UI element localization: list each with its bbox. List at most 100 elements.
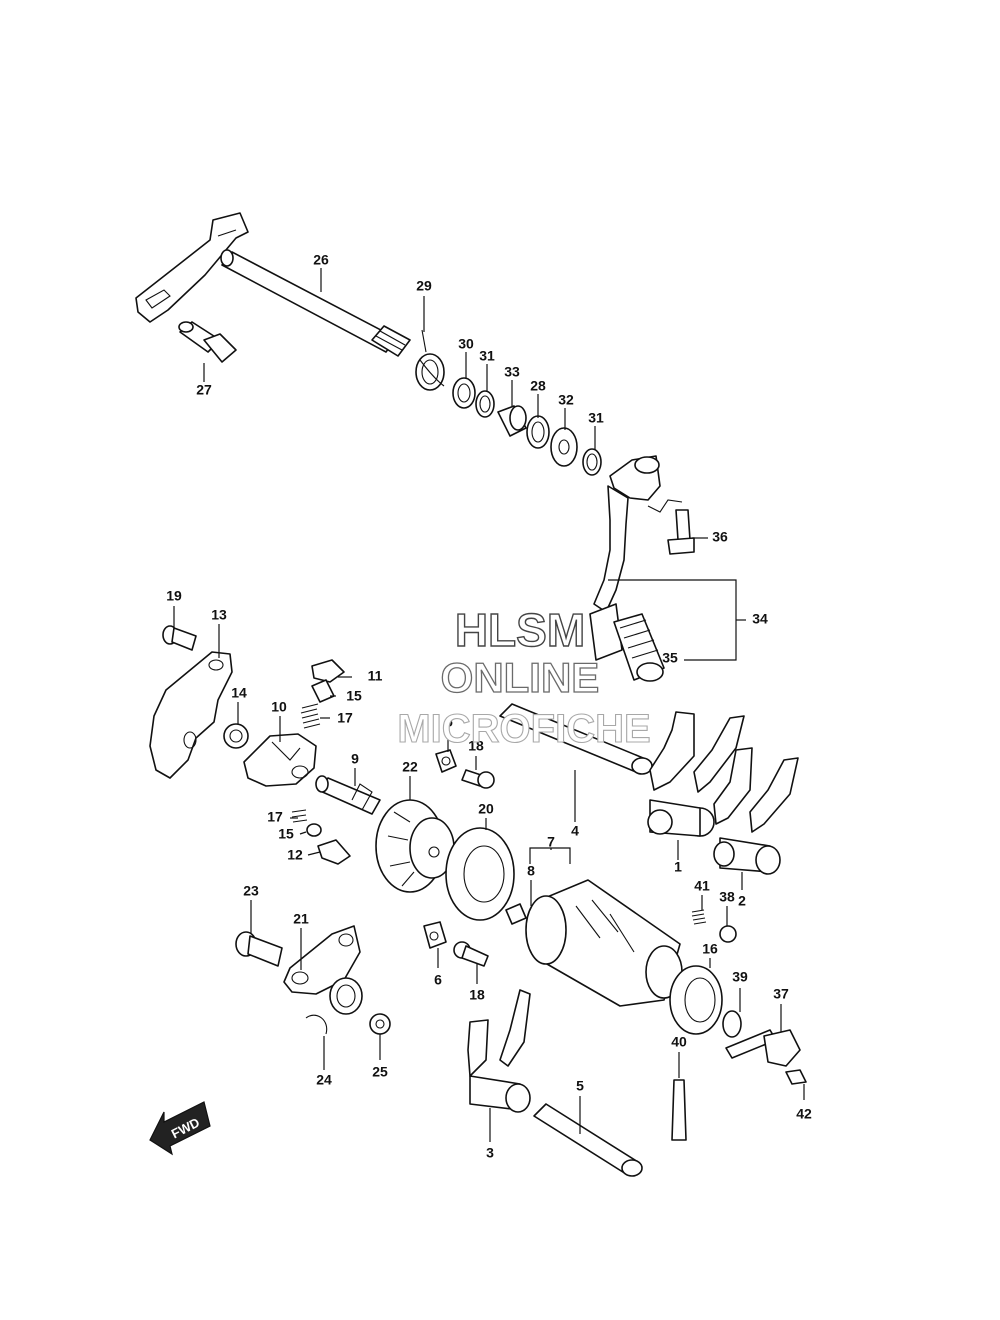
callout-5: 5 xyxy=(576,1078,584,1094)
part-9-cam-shaft[interactable] xyxy=(315,775,381,815)
part-42-screw[interactable] xyxy=(785,1069,807,1085)
part-31-circlip-a[interactable] xyxy=(475,390,495,418)
callout-16: 16 xyxy=(702,941,718,957)
callout-13: 13 xyxy=(211,607,227,623)
part-8-pin[interactable] xyxy=(505,903,527,925)
watermark-line-3: MICROFICHE xyxy=(397,707,650,751)
callout-29: 29 xyxy=(416,278,432,294)
part-4-fork-shaft[interactable] xyxy=(499,703,653,775)
callout-31b: 31 xyxy=(588,410,604,426)
fwd-arrow-icon: FWD xyxy=(149,1101,211,1156)
part-13-stopper-plate[interactable] xyxy=(149,651,233,779)
part-6-stopper-upper[interactable] xyxy=(435,749,457,773)
callout-15a: 15 xyxy=(346,688,362,704)
callout-25: 25 xyxy=(372,1064,388,1080)
callout-10: 10 xyxy=(271,699,287,715)
part-29-return-spring[interactable] xyxy=(415,329,445,391)
watermark-line-2: ONLINE xyxy=(441,654,600,701)
part-20-bearing[interactable] xyxy=(445,827,515,921)
callout-32: 32 xyxy=(558,392,574,408)
part-36-bolt[interactable] xyxy=(667,509,695,555)
callout-7: 7 xyxy=(547,834,555,850)
part-17-spring-a[interactable] xyxy=(300,703,321,729)
part-34-shift-lever[interactable] xyxy=(593,455,683,613)
part-18-screw-upper[interactable] xyxy=(461,769,495,789)
part-26-shift-shaft[interactable] xyxy=(135,212,411,357)
callout-31a: 31 xyxy=(479,348,495,364)
callout-39: 39 xyxy=(732,969,748,985)
callout-8: 8 xyxy=(527,863,535,879)
part-32-washer[interactable] xyxy=(550,427,578,467)
part-25-washer[interactable] xyxy=(369,1013,391,1035)
part-22-cam-gear[interactable] xyxy=(375,799,455,893)
part-40-cotter-pin[interactable] xyxy=(671,1079,687,1141)
part-6-stopper-lower[interactable] xyxy=(423,921,447,949)
callout-22: 22 xyxy=(402,759,418,775)
part-27-bolt[interactable] xyxy=(178,321,237,363)
part-7-shift-cam[interactable] xyxy=(525,879,683,1007)
part-3-shift-fork[interactable] xyxy=(467,989,531,1113)
callout-4: 4 xyxy=(571,823,579,839)
callout-18a: 18 xyxy=(468,738,484,754)
callout-37: 37 xyxy=(773,986,789,1002)
part-35-footpeg[interactable] xyxy=(589,603,665,682)
callout-1: 1 xyxy=(674,859,682,875)
part-19-bolt[interactable] xyxy=(162,625,197,651)
part-33-needle-bearing[interactable] xyxy=(497,405,527,437)
watermark-line-1: HLSM xyxy=(455,604,585,656)
callout-6a: 6 xyxy=(445,714,453,730)
callout-30: 30 xyxy=(458,336,474,352)
part-17-spring-b[interactable] xyxy=(291,809,308,823)
part-12-pawl[interactable] xyxy=(317,839,351,865)
callout-14: 14 xyxy=(231,685,247,701)
watermark: HLSM ONLINE MICROFICHE xyxy=(397,603,651,751)
callout-19: 19 xyxy=(166,588,182,604)
part-24-spring[interactable] xyxy=(305,977,363,1035)
part-16-bearing[interactable] xyxy=(669,965,723,1035)
part-5-fork-shaft[interactable] xyxy=(533,1103,643,1177)
callout-34: 34 xyxy=(752,611,768,627)
part-37-position-sensor[interactable] xyxy=(725,1029,801,1067)
callout-24: 24 xyxy=(316,1072,332,1088)
callout-21: 21 xyxy=(293,911,309,927)
callout-40: 40 xyxy=(671,1034,687,1050)
part-38-plunger[interactable] xyxy=(719,925,737,943)
callout-9: 9 xyxy=(351,751,359,767)
part-14-collar[interactable] xyxy=(223,723,249,749)
callout-38: 38 xyxy=(719,889,735,905)
part-41-spring[interactable] xyxy=(691,909,707,925)
callout-26: 26 xyxy=(313,252,329,268)
callout-18b: 18 xyxy=(469,987,485,1003)
callout-36: 36 xyxy=(712,529,728,545)
callout-33: 33 xyxy=(504,364,520,380)
part-1-shift-fork[interactable] xyxy=(647,711,745,837)
callout-28: 28 xyxy=(530,378,546,394)
callout-labels: 26 29 30 31 33 28 32 31 27 36 34 35 19 1… xyxy=(166,252,812,1161)
callout-11: 11 xyxy=(368,668,383,684)
callout-17a: 17 xyxy=(337,710,353,726)
callout-27: 27 xyxy=(196,382,212,398)
callout-41: 41 xyxy=(694,878,710,894)
part-11-pawl[interactable] xyxy=(311,659,345,683)
callout-3: 3 xyxy=(486,1145,494,1161)
part-18-screw-lower[interactable] xyxy=(453,941,489,967)
part-10-pawl-holder[interactable] xyxy=(243,733,317,787)
callout-23: 23 xyxy=(243,883,259,899)
part-39-o-ring[interactable] xyxy=(722,1010,742,1038)
part-2-shift-fork[interactable] xyxy=(713,747,799,875)
part-15-pin-b[interactable] xyxy=(306,823,322,837)
callout-42: 42 xyxy=(796,1106,812,1122)
callout-17b: 17 xyxy=(267,809,283,825)
callout-35: 35 xyxy=(662,650,678,666)
part-28-oil-seal[interactable] xyxy=(526,415,550,449)
callout-12: 12 xyxy=(287,847,303,863)
callout-20: 20 xyxy=(478,801,494,817)
callout-15b: 15 xyxy=(278,826,294,842)
part-30-washer[interactable] xyxy=(452,377,476,409)
part-23-bolt[interactable] xyxy=(235,931,283,967)
callout-2: 2 xyxy=(738,893,746,909)
part-15-pin-a[interactable] xyxy=(311,679,335,703)
part-31-circlip-b[interactable] xyxy=(582,448,602,476)
